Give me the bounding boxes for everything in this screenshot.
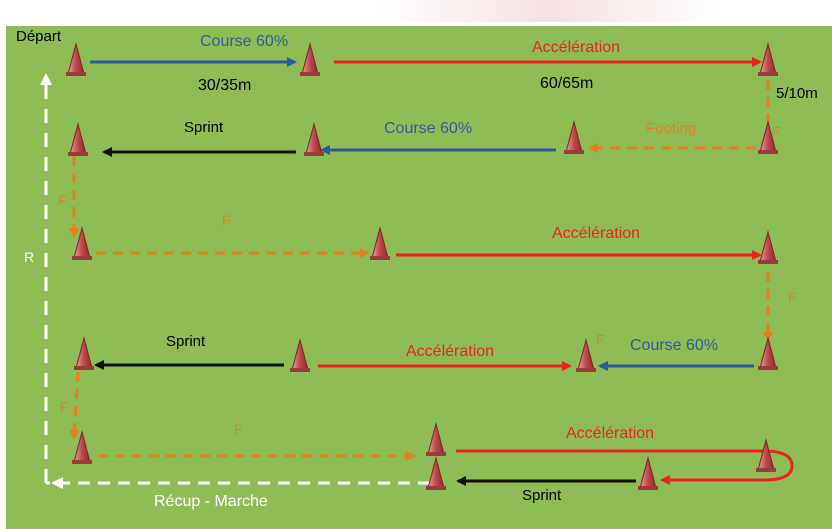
label-r: R bbox=[24, 249, 34, 265]
label-distance-side: 5/10m bbox=[776, 85, 818, 102]
label-acceleration-row3: Accélération bbox=[552, 225, 640, 242]
cone bbox=[758, 42, 778, 76]
label-distance-acceleration: 60/65m bbox=[540, 75, 593, 92]
label-acceleration-row4: Accélération bbox=[406, 343, 494, 360]
label-acceleration-row5: Accélération bbox=[566, 425, 654, 442]
label-course-row4: Course 60% bbox=[630, 337, 718, 354]
cone bbox=[304, 122, 324, 156]
cones bbox=[66, 42, 778, 490]
label-f-left-1: F bbox=[58, 192, 67, 208]
cone bbox=[72, 430, 92, 464]
label-footing: Footing bbox=[646, 120, 696, 137]
label-recup: Récup - Marche bbox=[154, 493, 268, 510]
cone bbox=[74, 336, 94, 370]
label-sprint-row4: Sprint bbox=[166, 333, 206, 350]
top-strip bbox=[0, 0, 832, 26]
cone bbox=[758, 336, 778, 370]
label-course-row2: Course 60% bbox=[384, 120, 472, 137]
label-f-side-top: F bbox=[772, 124, 780, 139]
cone bbox=[758, 120, 778, 154]
label-f-left-2: F bbox=[60, 399, 69, 415]
cone bbox=[68, 122, 88, 156]
training-field bbox=[6, 26, 832, 529]
label-f-row5: F bbox=[234, 421, 243, 437]
label-f-row4: F bbox=[596, 332, 604, 347]
label-sprint-row2: Sprint bbox=[184, 119, 224, 136]
label-f-right: F bbox=[788, 289, 797, 305]
cone bbox=[426, 456, 446, 490]
cone bbox=[300, 42, 320, 76]
label-depart: Départ bbox=[16, 28, 62, 45]
recup-path bbox=[40, 73, 430, 489]
arrow-f-left-2 bbox=[69, 371, 80, 440]
cone bbox=[756, 438, 776, 472]
label-sprint-row5: Sprint bbox=[522, 487, 562, 504]
label-f-row3: F bbox=[222, 212, 231, 228]
cone bbox=[564, 120, 584, 154]
cone bbox=[576, 338, 596, 372]
cone bbox=[66, 42, 86, 76]
cone bbox=[72, 226, 92, 260]
label-course-row1: Course 60% bbox=[200, 33, 288, 50]
cone bbox=[426, 422, 446, 456]
cone bbox=[370, 226, 390, 260]
cone bbox=[290, 338, 310, 372]
arrow-acceleration-row5-loop bbox=[456, 449, 794, 485]
label-acceleration-row1: Accélération bbox=[532, 39, 620, 56]
cone bbox=[638, 456, 658, 490]
label-distance-course: 30/35m bbox=[198, 77, 251, 94]
cropped-title bbox=[380, 0, 720, 22]
cone bbox=[758, 230, 778, 264]
